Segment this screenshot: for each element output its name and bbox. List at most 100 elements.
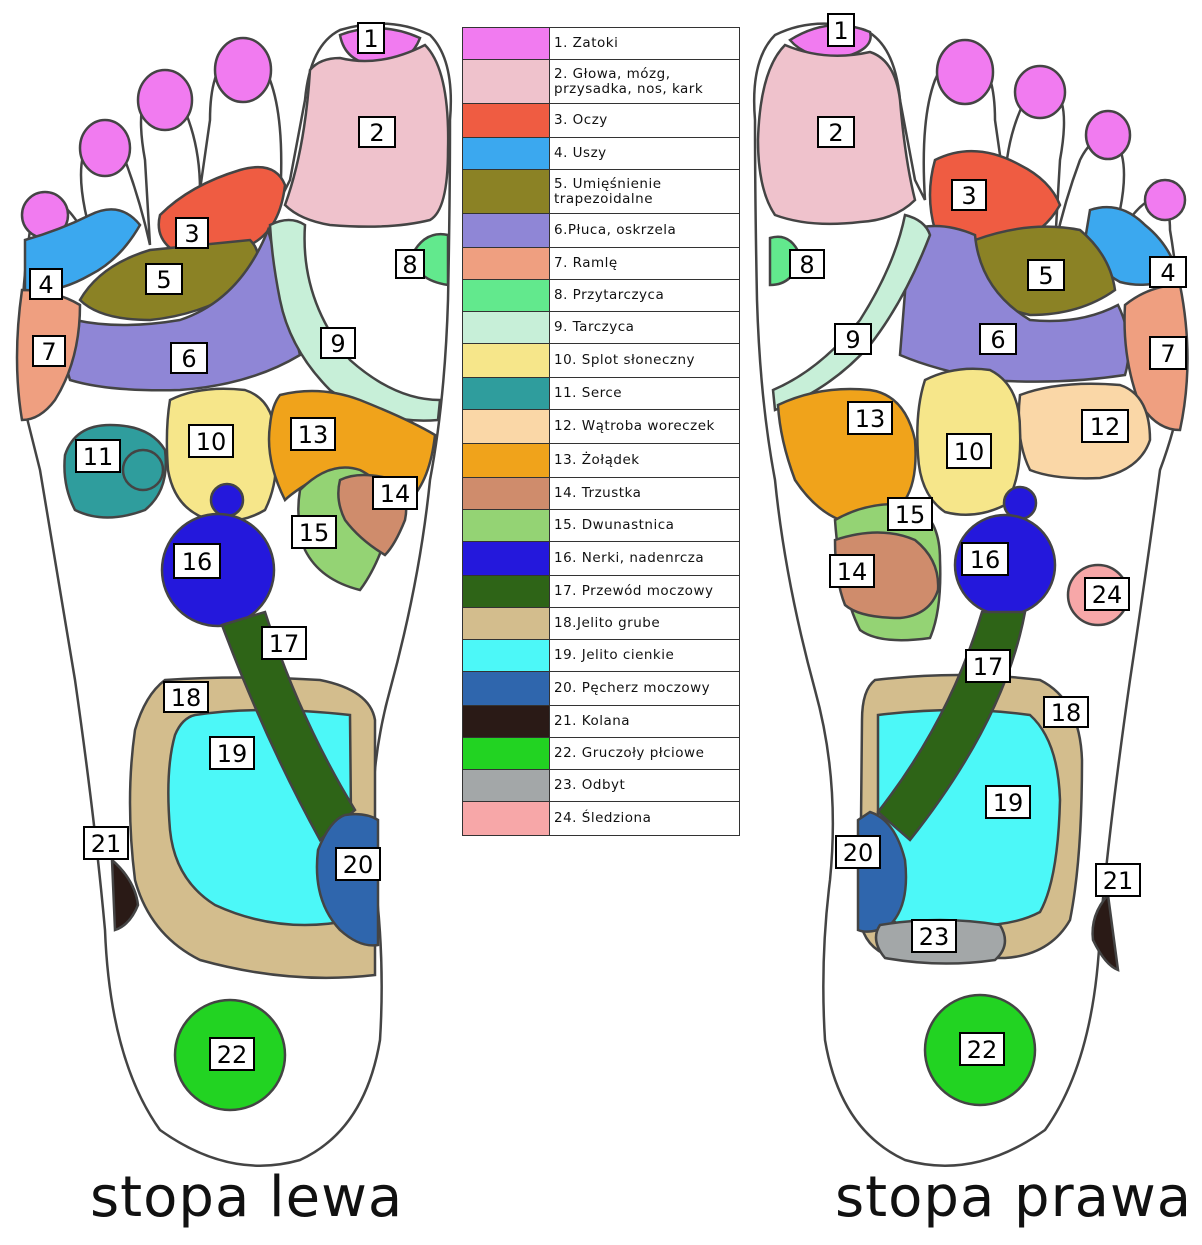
legend-label: 18.Jelito grube — [550, 608, 740, 640]
legend-row: 1. Zatoki — [463, 28, 740, 60]
legend-row: 12. Wątroba woreczek — [463, 410, 740, 444]
legend-swatch — [463, 280, 550, 312]
left-toe-4-sinus — [215, 38, 271, 102]
right-label-23: 23 — [919, 923, 950, 951]
legend-swatch — [463, 576, 550, 608]
legend-swatch — [463, 410, 550, 444]
legend-swatch — [463, 248, 550, 280]
legend-label: 15. Dwunastnica — [550, 510, 740, 542]
left-label-13: 13 — [298, 421, 329, 449]
legend-swatch — [463, 312, 550, 344]
right-label-24: 24 — [1092, 581, 1123, 609]
left-toe-2-sinus — [80, 120, 130, 176]
left-label-11: 11 — [83, 443, 114, 471]
legend-swatch — [463, 214, 550, 248]
legend-label: 5. Umięśnienie trapezoidalne — [550, 170, 740, 214]
legend-row: 6.Płuca, oskrzela — [463, 214, 740, 248]
right-toe-small-sinus — [1145, 180, 1185, 220]
legend-swatch — [463, 542, 550, 576]
legend-row: 13. Żołądek — [463, 444, 740, 478]
right-label-16: 16 — [970, 546, 1001, 574]
legend-swatch — [463, 608, 550, 640]
legend-row: 2. Głowa, mózg, przysadka, nos, kark — [463, 60, 740, 104]
left-label-16: 16 — [182, 548, 213, 576]
legend-row: 14. Trzustka — [463, 478, 740, 510]
legend-label: 13. Żołądek — [550, 444, 740, 478]
legend-swatch — [463, 444, 550, 478]
legend-label: 12. Wątroba woreczek — [550, 410, 740, 444]
right-label-22: 22 — [967, 1036, 998, 1064]
right-label-1: 1 — [833, 17, 848, 45]
legend-row: 19. Jelito cienkie — [463, 640, 740, 672]
right-label-9: 9 — [845, 326, 860, 354]
legend-label: 24. Śledziona — [550, 802, 740, 836]
legend-label: 14. Trzustka — [550, 478, 740, 510]
left-foot-caption: stopa lewa — [90, 1165, 403, 1230]
right-label-20: 20 — [843, 839, 874, 867]
right-label-14: 14 — [837, 558, 868, 586]
right-label-19: 19 — [993, 789, 1024, 817]
left-label-3: 3 — [184, 220, 199, 248]
legend-label: 20. Pęcherz moczowy — [550, 672, 740, 706]
legend-label: 19. Jelito cienkie — [550, 640, 740, 672]
right-label-2: 2 — [828, 119, 843, 147]
legend-label: 16. Nerki, nadenrcza — [550, 542, 740, 576]
left-label-5: 5 — [156, 266, 171, 294]
legend-row: 22. Gruczoły płciowe — [463, 738, 740, 770]
right-label-4: 4 — [1160, 259, 1175, 287]
left-label-2: 2 — [369, 119, 384, 147]
left-label-21: 21 — [91, 830, 122, 858]
left-toe-3-sinus — [138, 70, 192, 130]
left-foot — [17, 24, 451, 1166]
right-toe-4-sinus — [1086, 111, 1130, 159]
left-label-10: 10 — [196, 428, 227, 456]
legend-row: 4. Uszy — [463, 138, 740, 170]
right-label-17: 17 — [973, 653, 1004, 681]
left-zone-adrenal — [211, 484, 243, 516]
legend-label: 3. Oczy — [550, 104, 740, 138]
legend-swatch — [463, 640, 550, 672]
left-label-19: 19 — [217, 740, 248, 768]
legend-swatch — [463, 478, 550, 510]
right-label-8: 8 — [799, 251, 814, 279]
left-label-20: 20 — [343, 851, 374, 879]
left-label-1: 1 — [363, 25, 378, 53]
legend-row: 9. Tarczyca — [463, 312, 740, 344]
legend-label: 8. Przytarczyca — [550, 280, 740, 312]
legend-body: 1. Zatoki2. Głowa, mózg, przysadka, nos,… — [463, 28, 740, 836]
legend-row: 23. Odbyt — [463, 770, 740, 802]
legend-swatch — [463, 104, 550, 138]
right-toe-3-sinus — [1015, 66, 1065, 118]
legend-swatch — [463, 60, 550, 104]
legend-swatch — [463, 28, 550, 60]
legend-label: 1. Zatoki — [550, 28, 740, 60]
legend-row: 20. Pęcherz moczowy — [463, 672, 740, 706]
legend-label: 21. Kolana — [550, 706, 740, 738]
legend-label: 23. Odbyt — [550, 770, 740, 802]
left-label-6: 6 — [181, 345, 196, 373]
right-label-6: 6 — [990, 326, 1005, 354]
left-label-18: 18 — [171, 684, 202, 712]
right-toe-2-sinus — [937, 40, 993, 104]
legend-label: 17. Przewód moczowy — [550, 576, 740, 608]
right-label-3: 3 — [961, 182, 976, 210]
legend-row: 3. Oczy — [463, 104, 740, 138]
left-label-14: 14 — [380, 480, 411, 508]
left-label-8: 8 — [402, 251, 417, 279]
legend-swatch — [463, 510, 550, 542]
right-label-13: 13 — [855, 405, 886, 433]
left-label-15: 15 — [299, 519, 330, 547]
legend-label: 4. Uszy — [550, 138, 740, 170]
right-label-21: 21 — [1103, 867, 1134, 895]
left-label-17: 17 — [269, 630, 300, 658]
legend-label: 22. Gruczoły płciowe — [550, 738, 740, 770]
legend-swatch — [463, 706, 550, 738]
legend-swatch — [463, 802, 550, 836]
right-label-18: 18 — [1051, 699, 1082, 727]
legend-label: 2. Głowa, mózg, przysadka, nos, kark — [550, 60, 740, 104]
legend-swatch — [463, 344, 550, 378]
legend-swatch — [463, 770, 550, 802]
legend-label: 11. Serce — [550, 378, 740, 410]
legend-swatch — [463, 170, 550, 214]
legend-row: 21. Kolana — [463, 706, 740, 738]
